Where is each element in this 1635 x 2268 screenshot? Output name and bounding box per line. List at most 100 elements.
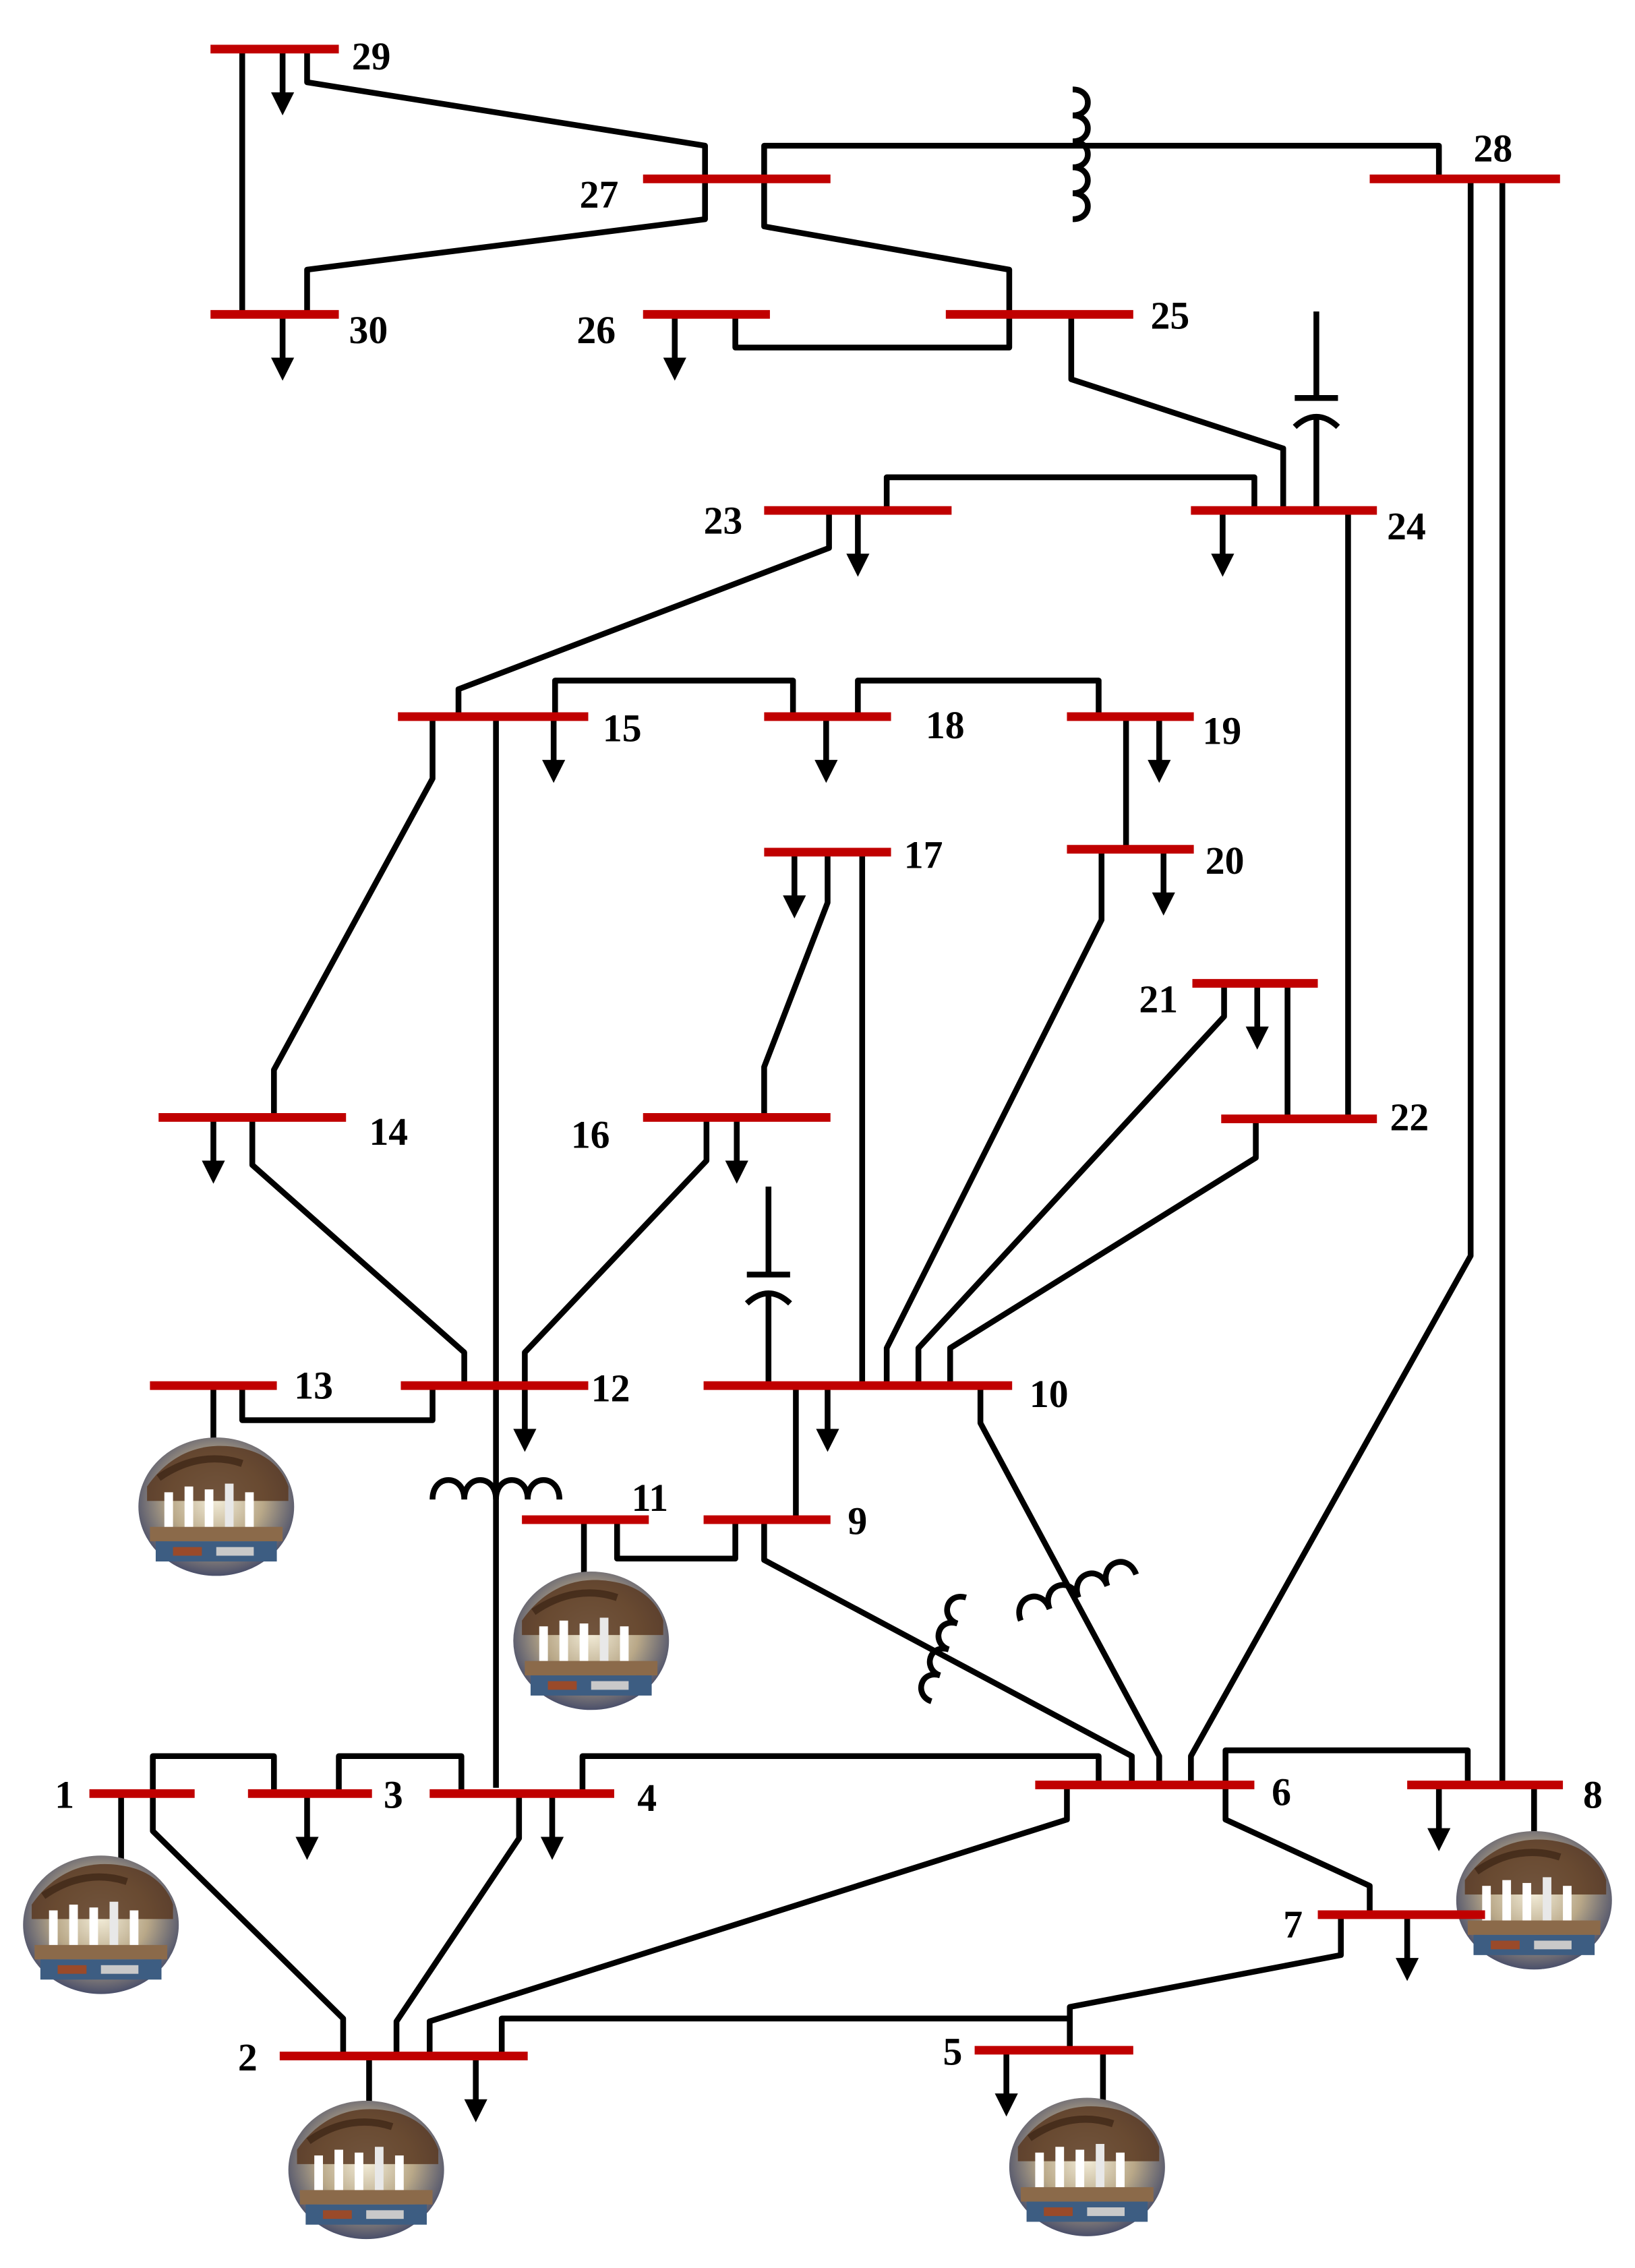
transformers <box>429 86 1139 1704</box>
line-12-13 <box>239 1385 436 1423</box>
line-12-14 <box>249 1117 467 1386</box>
load-26-arrow-icon <box>663 314 686 381</box>
bus-label-19: 19 <box>1202 711 1241 753</box>
bus-label-17: 17 <box>904 834 943 876</box>
loads <box>202 49 1451 2122</box>
bus-label-20: 20 <box>1206 840 1245 883</box>
line-27-29 <box>304 49 708 179</box>
line-27-30 <box>304 179 708 315</box>
load-14-arrow-icon <box>202 1117 225 1184</box>
line-5-7 <box>1067 1914 1344 2050</box>
bus-label-21: 21 <box>1139 978 1178 1021</box>
bus-label-13: 13 <box>294 1365 333 1407</box>
load-30-arrow-icon <box>271 314 295 381</box>
bus-label-9: 9 <box>848 1500 867 1543</box>
generator-13-icon <box>138 1437 294 1576</box>
transformer-6-10-icon <box>1016 1559 1139 1622</box>
line-12-16 <box>522 1117 710 1386</box>
bus-label-18: 18 <box>926 705 965 747</box>
capacitor-24-icon <box>1292 311 1340 511</box>
line-25-26 <box>732 314 1013 351</box>
bus-label-12: 12 <box>591 1368 630 1410</box>
line-9-11 <box>614 1520 738 1562</box>
bus-label-26: 26 <box>576 309 616 352</box>
line-10-20 <box>883 849 1105 1386</box>
line-23-24 <box>883 474 1257 511</box>
capacitor-10-icon <box>744 1187 792 1386</box>
load-5-arrow-icon <box>994 2050 1018 2117</box>
bus-label-7: 7 <box>1283 1904 1303 1946</box>
generator-1-icon <box>23 1855 179 1994</box>
bus-label-30: 30 <box>349 309 388 352</box>
bus-label-22: 22 <box>1390 1097 1429 1139</box>
generator-2-icon <box>289 2101 444 2239</box>
load-23-arrow-icon <box>846 510 870 577</box>
bus-label-25: 25 <box>1150 295 1189 338</box>
bus-label-10: 10 <box>1030 1373 1069 1416</box>
load-10-arrow-icon <box>816 1385 839 1452</box>
bus-label-6: 6 <box>1272 1771 1291 1814</box>
line-6-9 <box>761 1520 1135 1785</box>
load-18-arrow-icon <box>814 716 838 783</box>
bus-label-15: 15 <box>603 707 642 750</box>
line-18-19 <box>855 678 1102 717</box>
line-10-22 <box>947 1118 1259 1386</box>
load-8-arrow-icon <box>1427 1785 1451 1851</box>
load-29-arrow-icon <box>271 49 295 116</box>
bus-label-11: 11 <box>632 1477 669 1520</box>
line-2-4 <box>393 1793 523 2056</box>
line-1-3 <box>150 1753 277 1794</box>
bus-label-28: 28 <box>1473 128 1512 171</box>
line-15-23 <box>455 510 832 717</box>
line-10-21 <box>915 983 1227 1386</box>
bus-label-5: 5 <box>943 2031 963 2073</box>
load-3-arrow-icon <box>295 1793 319 1860</box>
bus-label-27: 27 <box>580 174 619 216</box>
bus-label-23: 23 <box>704 500 743 542</box>
generator-11-icon <box>513 1572 669 1710</box>
load-20-arrow-icon <box>1152 849 1175 916</box>
transformer-27-28-icon <box>1072 86 1091 222</box>
bus-label-8: 8 <box>1583 1774 1603 1817</box>
bus-label-1: 1 <box>55 1774 74 1817</box>
bus-labels: 29 30 27 28 26 25 23 24 15 18 19 17 20 2… <box>55 36 1603 2079</box>
line-14-15 <box>271 716 436 1118</box>
bus-label-29: 29 <box>352 36 391 78</box>
line-24-25 <box>1068 314 1286 511</box>
line-4-6 <box>579 1753 1102 1794</box>
load-24-arrow-icon <box>1211 510 1235 577</box>
line-15-18 <box>552 678 796 717</box>
line-27-28 <box>761 142 1442 179</box>
line-1-2 <box>150 1793 347 2056</box>
bus-label-4: 4 <box>637 1777 657 1820</box>
line-16-17 <box>761 852 831 1118</box>
line-3-4 <box>336 1753 465 1794</box>
load-7-arrow-icon <box>1396 1914 1419 1981</box>
load-4-arrow-icon <box>540 1793 564 1860</box>
line-6-28 <box>1188 179 1474 1785</box>
bus-label-3: 3 <box>384 1774 403 1817</box>
generators <box>23 1437 1612 2239</box>
load-12-arrow-icon <box>513 1385 537 1452</box>
capacitors <box>744 311 1340 1386</box>
bus-label-24: 24 <box>1387 506 1426 548</box>
bus-label-16: 16 <box>571 1114 610 1156</box>
load-15-arrow-icon <box>542 716 566 783</box>
transformer-4-12-icon <box>429 1476 562 1500</box>
line-6-7 <box>1222 1785 1373 1915</box>
line-2-6 <box>426 1785 1070 2056</box>
generator-8-icon <box>1456 1831 1612 1969</box>
load-19-arrow-icon <box>1148 716 1171 783</box>
load-16-arrow-icon <box>725 1117 748 1184</box>
load-17-arrow-icon <box>783 852 806 919</box>
transformer-6-9-icon <box>918 1594 967 1704</box>
load-21-arrow-icon <box>1245 983 1269 1050</box>
bus-label-2: 2 <box>238 2037 258 2079</box>
generator-5-icon <box>1009 2098 1165 2236</box>
bus-bars <box>89 44 1564 2060</box>
line-6-8 <box>1222 1747 1471 1785</box>
line-25-27 <box>761 179 1013 315</box>
load-2-arrow-icon <box>464 2056 487 2122</box>
transmission-lines <box>118 49 1537 2106</box>
